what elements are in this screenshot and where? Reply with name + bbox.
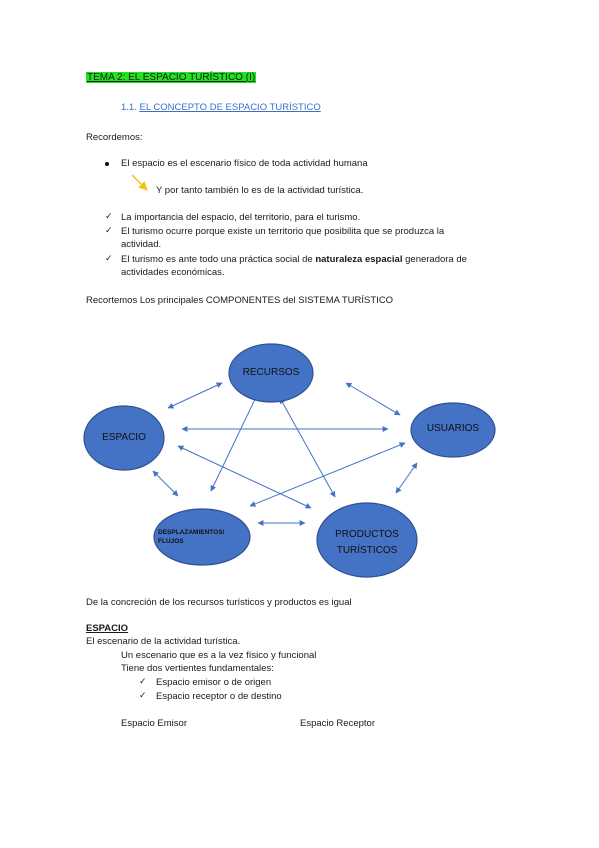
bullet-dot <box>105 162 109 166</box>
connector-usuarios-productos <box>395 462 418 494</box>
yellow-arrow-icon <box>131 174 148 191</box>
node-desplazamientos <box>153 508 251 566</box>
components-line: Recortemos Los principales COMPONENTES d… <box>86 295 394 306</box>
check-icon: ✓ <box>105 225 113 235</box>
label-productos: PRODUCTOS TURÍSTICOS <box>335 529 399 556</box>
connector-recursos-espacio <box>167 382 223 409</box>
arrow-text: Y por tanto también lo es de la activida… <box>156 185 364 196</box>
node-usuarios <box>410 402 496 458</box>
espacio-heading: ESPACIO <box>86 623 129 634</box>
title-highlight: TEMA 2: EL ESPACIO TURÍSTICO (I) <box>86 72 257 83</box>
bullet-text: El espacio es el escenario físico de tod… <box>121 158 368 169</box>
connector-recursos-usuarios <box>345 382 401 416</box>
check-text-3a: El turismo es ante todo una práctica soc… <box>121 254 467 265</box>
connector-recursos-desplaz <box>210 392 259 492</box>
check-icon: ✓ <box>139 676 147 686</box>
check-receptor: Espacio receptor o de destino <box>156 691 282 702</box>
label-recursos: RECURSOS <box>242 367 300 378</box>
label-usuarios: USUARIOS <box>426 423 480 434</box>
check-icon: ✓ <box>105 253 113 263</box>
label-desplazamientos: DESPLAZAMIENTOS/ FLUJOS <box>158 529 225 545</box>
check-icon: ✓ <box>105 211 113 221</box>
node-productos <box>316 502 418 578</box>
node-recursos <box>228 343 314 403</box>
check-text-2a: El turismo ocurre porque existe un terri… <box>121 226 445 237</box>
col-emisor: Espacio Emisor <box>121 718 187 729</box>
page-title: TEMA 2: EL ESPACIO TURÍSTICO (I) <box>86 72 257 83</box>
bold-naturaleza: naturaleza espacial <box>315 254 403 265</box>
concrecion-line: De la concreción de los recursos turísti… <box>86 597 352 608</box>
connector-usuarios-desplaz <box>249 442 406 507</box>
label-espacio: ESPACIO <box>102 432 146 443</box>
connector-espacio-productos <box>177 445 312 509</box>
check-icon: ✓ <box>139 690 147 700</box>
node-espacio <box>83 405 165 471</box>
check-text-2b: actividad. <box>121 239 162 250</box>
col-receptor: Espacio Receptor <box>300 718 375 729</box>
connector-espacio-desplaz <box>152 470 179 497</box>
check-emisor: Espacio emisor o de origen <box>156 677 272 688</box>
recordemos-label: Recordemos: <box>86 132 143 143</box>
check-text-1: La importancia del espacio, del territor… <box>121 212 361 223</box>
subtitle-number: 1.1. <box>121 102 137 113</box>
check-text-3b: actividades económicas. <box>121 267 225 278</box>
vertientes-line: Tiene dos vertientes fundamentales: <box>121 663 274 674</box>
escenario-vez-line: Un escenario que es a la vez físico y fu… <box>121 650 317 661</box>
escenario-line: El escenario de la actividad turística. <box>86 636 241 647</box>
section-subtitle: 1.1. EL CONCEPTO DE ESPACIO TURÍSTICO <box>121 102 321 113</box>
subtitle-link[interactable]: EL CONCEPTO DE ESPACIO TURÍSTICO <box>139 102 321 113</box>
